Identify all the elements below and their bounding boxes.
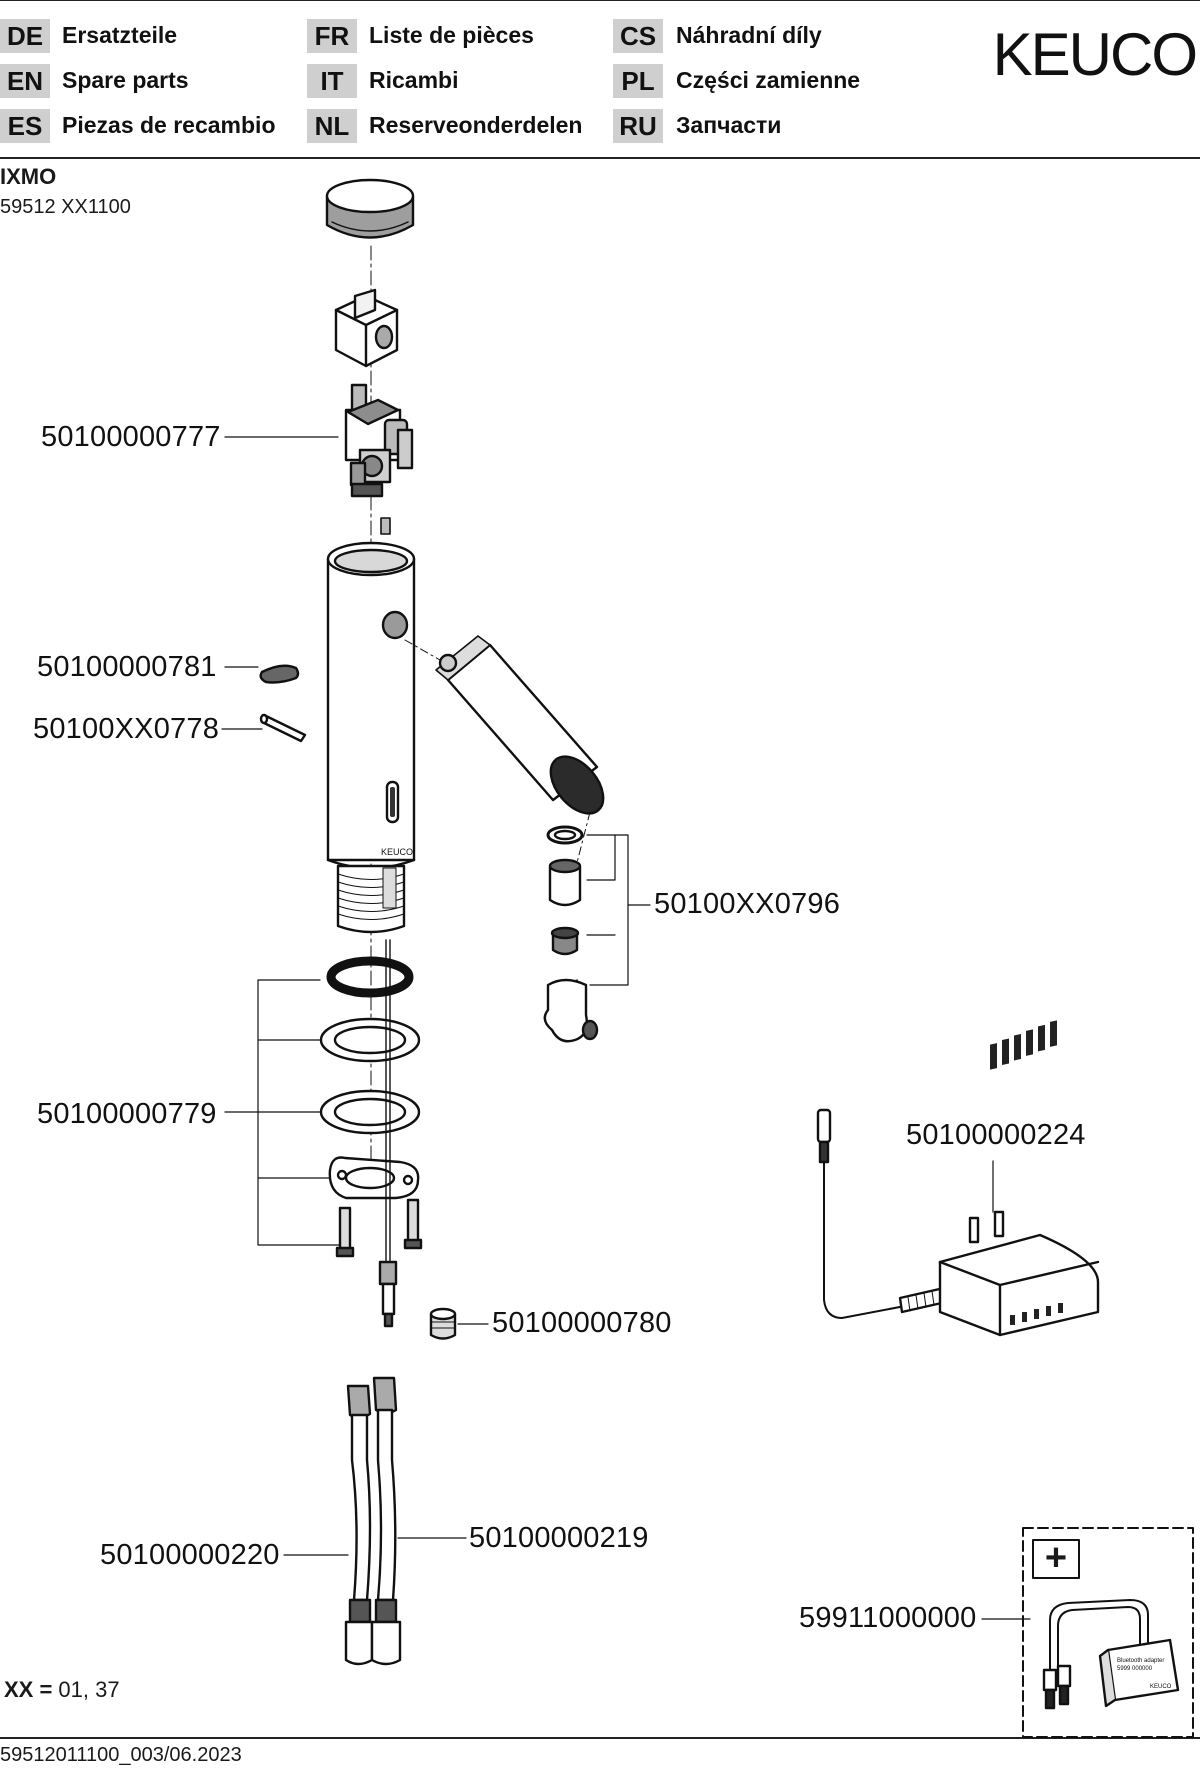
lang-label-cs: Náhradní díly <box>676 22 822 48</box>
accessory-plus-box <box>1032 1539 1080 1579</box>
variant-note-key: XX = <box>4 1677 53 1702</box>
part-number-777: 50100000777 <box>41 421 221 453</box>
adapter-label-3: KEUCO <box>1150 1684 1172 1690</box>
cap-part <box>325 178 415 239</box>
part-number-780: 50100000780 <box>492 1307 672 1339</box>
bolts <box>335 1198 423 1258</box>
spout-part <box>404 635 605 891</box>
lang-code-en: EN <box>0 64 50 98</box>
lang-label-ru: Запчасти <box>676 112 782 138</box>
product-number: 59512 XX1100 <box>0 196 131 218</box>
product-name: IXMO <box>0 164 57 189</box>
variant-note-value: 01, 37 <box>52 1677 120 1702</box>
grub-screw <box>380 517 391 535</box>
brand-logo: KEUCO <box>992 21 1198 88</box>
o-ring <box>326 956 414 998</box>
accessory-plus-icon: + <box>1044 1537 1068 1579</box>
lang-code-ru: RU <box>613 109 663 143</box>
footer-rule <box>0 1737 1200 1739</box>
lang-code-de: DE <box>0 19 50 53</box>
lang-label-pl: Części zamienne <box>676 67 861 93</box>
accessory-box <box>1022 1527 1194 1738</box>
body-logo-text: KEUCO <box>381 847 413 857</box>
washer-2 <box>319 1089 421 1135</box>
part-number-779: 50100000779 <box>37 1098 217 1130</box>
faucet-body: KEUCO <box>326 541 416 934</box>
adapter-label-2: 5999 000000 <box>1117 1666 1153 1672</box>
header-bottom-rule <box>0 157 1200 159</box>
washer-1 <box>319 1017 421 1063</box>
aerator-set <box>543 825 599 1043</box>
header-top-rule <box>0 0 1200 1</box>
lang-code-fr: FR <box>307 19 357 53</box>
lang-code-es: ES <box>0 109 50 143</box>
part-number-796: 50100XX0796 <box>654 888 841 920</box>
lang-code-it: IT <box>307 64 357 98</box>
bluetooth-adapter-drawing <box>1042 1599 1180 1710</box>
lang-label-es: Piezas de recambio <box>62 112 276 138</box>
block-part <box>334 288 399 368</box>
lang-label-fr: Liste de pièces <box>369 22 534 48</box>
nut-part <box>429 1307 457 1340</box>
valve-assembly <box>344 383 414 498</box>
power-adapter <box>816 1020 1100 1337</box>
pin-part <box>259 713 307 743</box>
lang-code-pl: PL <box>613 64 663 98</box>
part-number-781: 50100000781 <box>37 651 217 683</box>
part-number-220: 50100000220 <box>100 1539 280 1571</box>
bracket <box>328 1156 420 1200</box>
part-number-778: 50100XX0778 <box>33 713 220 745</box>
part-number-999: 59911000000 <box>799 1602 977 1634</box>
lang-label-de: Ersatzteile <box>62 22 178 48</box>
lang-code-nl: NL <box>307 109 357 143</box>
adapter-label-1: Bluetooth adapter <box>1117 1658 1164 1664</box>
lang-label-it: Ricambi <box>369 67 459 93</box>
clip-part <box>259 664 300 684</box>
sensor-cable <box>378 939 398 1328</box>
part-number-219: 50100000219 <box>469 1522 649 1554</box>
variant-note: XX = 01, 37 <box>4 1677 120 1703</box>
lang-label-nl: Reserveonderdelen <box>369 112 583 138</box>
supply-hoses <box>344 1376 402 1666</box>
part-number-224: 50100000224 <box>906 1119 1086 1151</box>
lang-code-cs: CS <box>613 19 663 53</box>
lang-label-en: Spare parts <box>62 67 189 93</box>
document-footer: 59512011100_003/06.2023 <box>0 1744 242 1766</box>
